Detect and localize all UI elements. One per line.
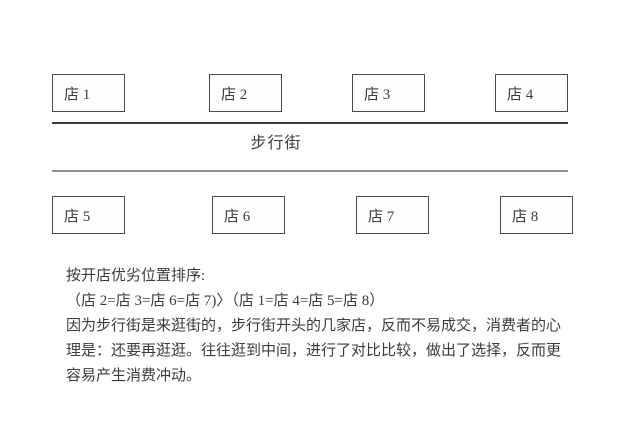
street-edge-top-line [52,122,568,124]
shop-label-3: 店 3 [364,86,391,103]
note-line-explanation-1: 因为步行街是来逛街的，步行街开头的几家店，反而不易成交，消费者的心 [66,318,562,334]
note-line-explanation-2: 理是：还要再逛逛。往往逛到中间，进行了对比比较，做出了选择，反而更 [66,343,562,359]
shop-label-1: 店 1 [64,86,91,103]
note-line-ranking-title: 按开店优劣位置排序: [66,268,206,284]
notes-block: 按开店优劣位置排序: （店 2=店 3=店 6=店 7)〉（店 1=店 4=店 … [66,264,606,389]
shop-label-8: 店 8 [512,208,539,225]
shop-box-1: 店 1 [52,74,125,112]
shop-box-7: 店 7 [356,196,429,234]
shop-box-8: 店 8 [500,196,573,234]
street-label: 步行街 [250,135,302,152]
shop-label-4: 店 4 [507,86,534,103]
shop-label-2: 店 2 [221,86,248,103]
shop-box-3: 店 3 [352,74,425,112]
shop-label-6: 店 6 [224,208,251,225]
shop-box-4: 店 4 [495,74,568,112]
shop-box-2: 店 2 [209,74,282,112]
shop-label-7: 店 7 [368,208,395,225]
shop-label-5: 店 5 [64,208,91,225]
shop-box-5: 店 5 [52,196,125,234]
note-line-ranking-formula: （店 2=店 3=店 6=店 7)〉（店 1=店 4=店 5=店 8） [66,293,385,309]
note-line-explanation-3: 容易产生消费冲动。 [66,368,202,384]
street-edge-bottom-line [52,170,568,172]
shop-box-6: 店 6 [212,196,285,234]
